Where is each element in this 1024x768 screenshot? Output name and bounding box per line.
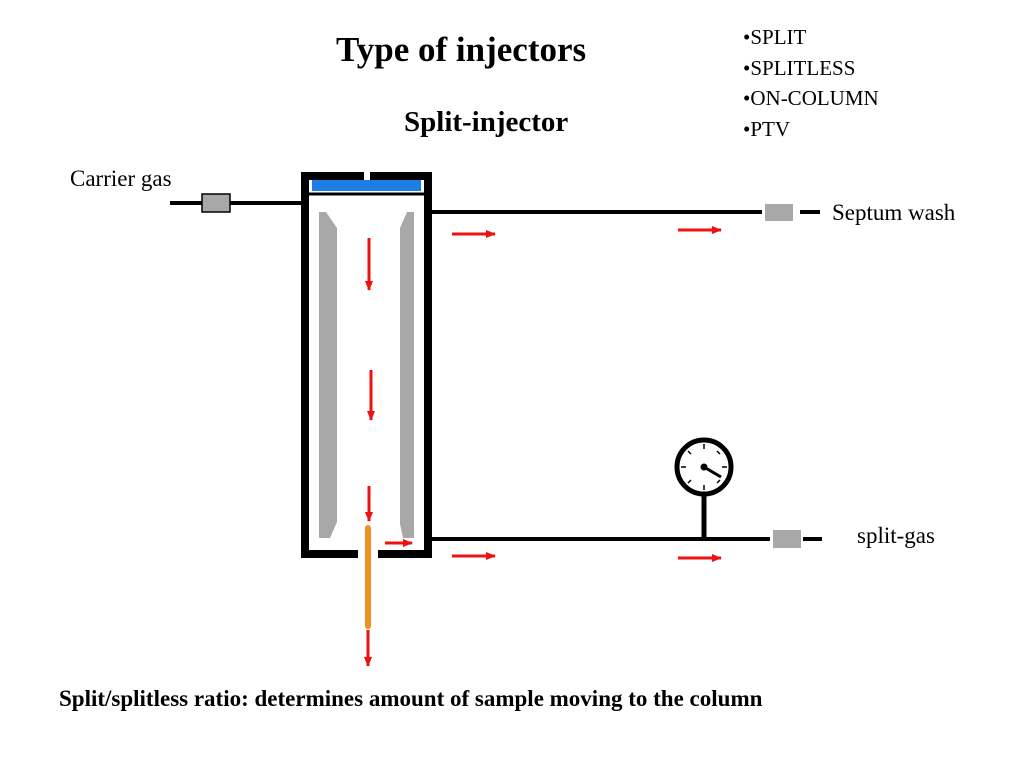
- injector-type-list: SPLIT SPLITLESS ON-COLUMN PTV: [743, 22, 879, 145]
- split-gas-valve-icon: [773, 530, 801, 548]
- liner-left: [319, 212, 337, 538]
- septum-wash-label: Septum wash: [832, 200, 956, 225]
- septum: [312, 180, 421, 191]
- carrier-gas-valve-icon: [201, 193, 231, 213]
- split-gas-label: split-gas: [857, 523, 935, 548]
- injector-type-splitless: SPLITLESS: [743, 53, 879, 84]
- injector-type-ptv: PTV: [743, 114, 879, 145]
- split-gas-line: [432, 494, 822, 541]
- injector-type-on-column: ON-COLUMN: [743, 83, 878, 114]
- flow-arrow-icons: [364, 226, 722, 667]
- septum-wash-valve-icon: [765, 204, 793, 221]
- liner-right: [400, 212, 414, 538]
- injector-type-split: SPLIT: [743, 22, 879, 53]
- pressure-gauge-icon: [674, 437, 734, 497]
- slide-subtitle: Split-injector: [404, 106, 569, 138]
- slide-caption: Split/splitless ratio: determines amount…: [59, 686, 763, 711]
- slide-title: Type of injectors: [336, 30, 587, 69]
- carrier-gas-label: Carrier gas: [70, 166, 172, 191]
- injector-body: [301, 172, 432, 558]
